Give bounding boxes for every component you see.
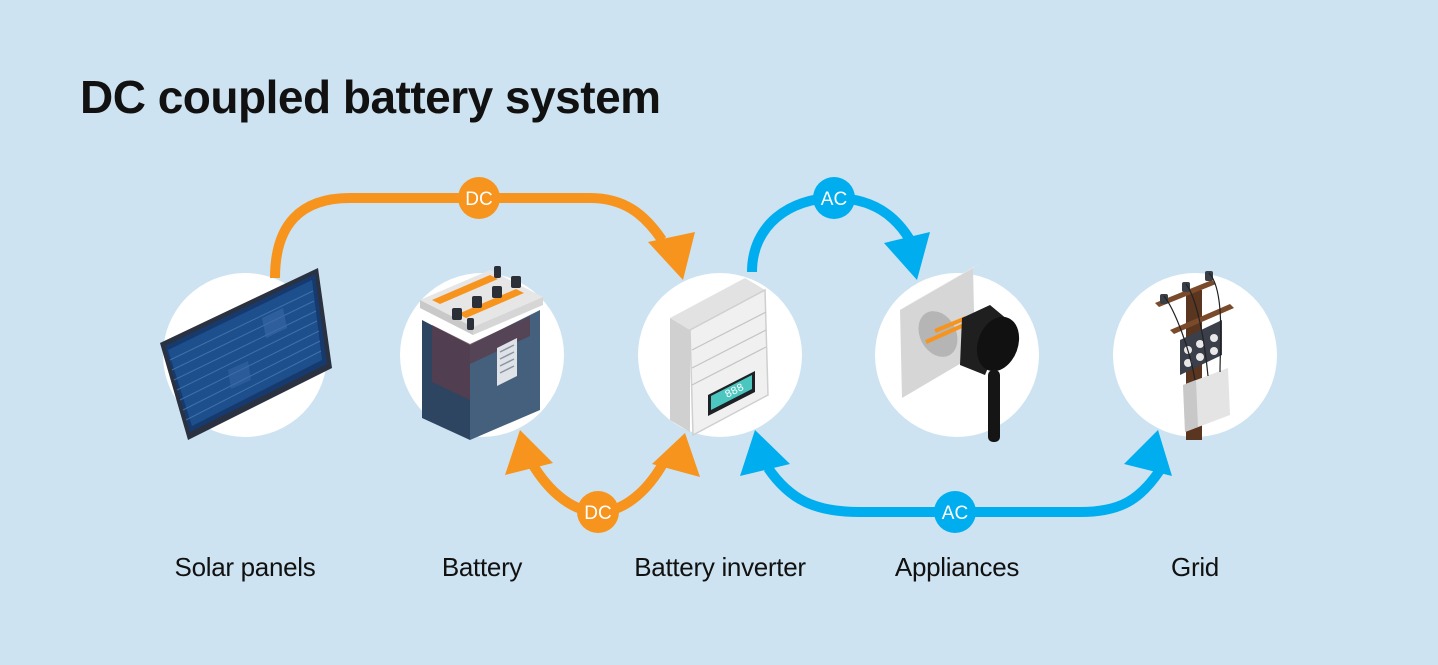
badge-dc-bottom: [577, 491, 619, 533]
badge-ac-top-label: AC: [821, 189, 847, 210]
badge-dc-bottom-label: DC: [584, 503, 611, 524]
label-battery: Battery: [441, 552, 523, 582]
arrowhead-dc-battery: [505, 430, 553, 475]
diagram-title: DC coupled battery system: [80, 71, 661, 123]
badge-dc-top-label: DC: [465, 189, 492, 210]
flow-solar-to-inverter: DC: [270, 177, 695, 280]
arrowhead-ac-appliances: [884, 232, 930, 280]
badge-ac-top: [813, 177, 855, 219]
battery-icon: [420, 266, 543, 440]
badge-ac-bottom: [934, 491, 976, 533]
flow-inverter-grid: AC: [740, 430, 1172, 533]
inverter-icon: 888: [670, 278, 769, 437]
badge-dc-top: [458, 177, 500, 219]
label-grid: Grid: [1171, 552, 1219, 582]
label-solar-panels: Solar panels: [174, 552, 316, 582]
utility-pole-icon: [1155, 271, 1234, 440]
plug-socket-icon: [900, 264, 1020, 442]
badge-ac-bottom-label: AC: [942, 503, 968, 524]
label-appliances: Appliances: [894, 552, 1020, 582]
arrowhead-ac-grid: [1124, 430, 1172, 476]
arrowhead-dc-inverter-bottom: [652, 433, 700, 477]
label-battery-inverter: Battery inverter: [634, 552, 806, 582]
arrowhead-dc-inverter: [648, 232, 695, 280]
arrowhead-ac-inverter: [740, 430, 790, 476]
flow-inverter-to-appliances: AC: [747, 177, 930, 280]
flow-battery-inverter: DC: [505, 430, 700, 533]
solar-panel-icon: [160, 268, 332, 440]
